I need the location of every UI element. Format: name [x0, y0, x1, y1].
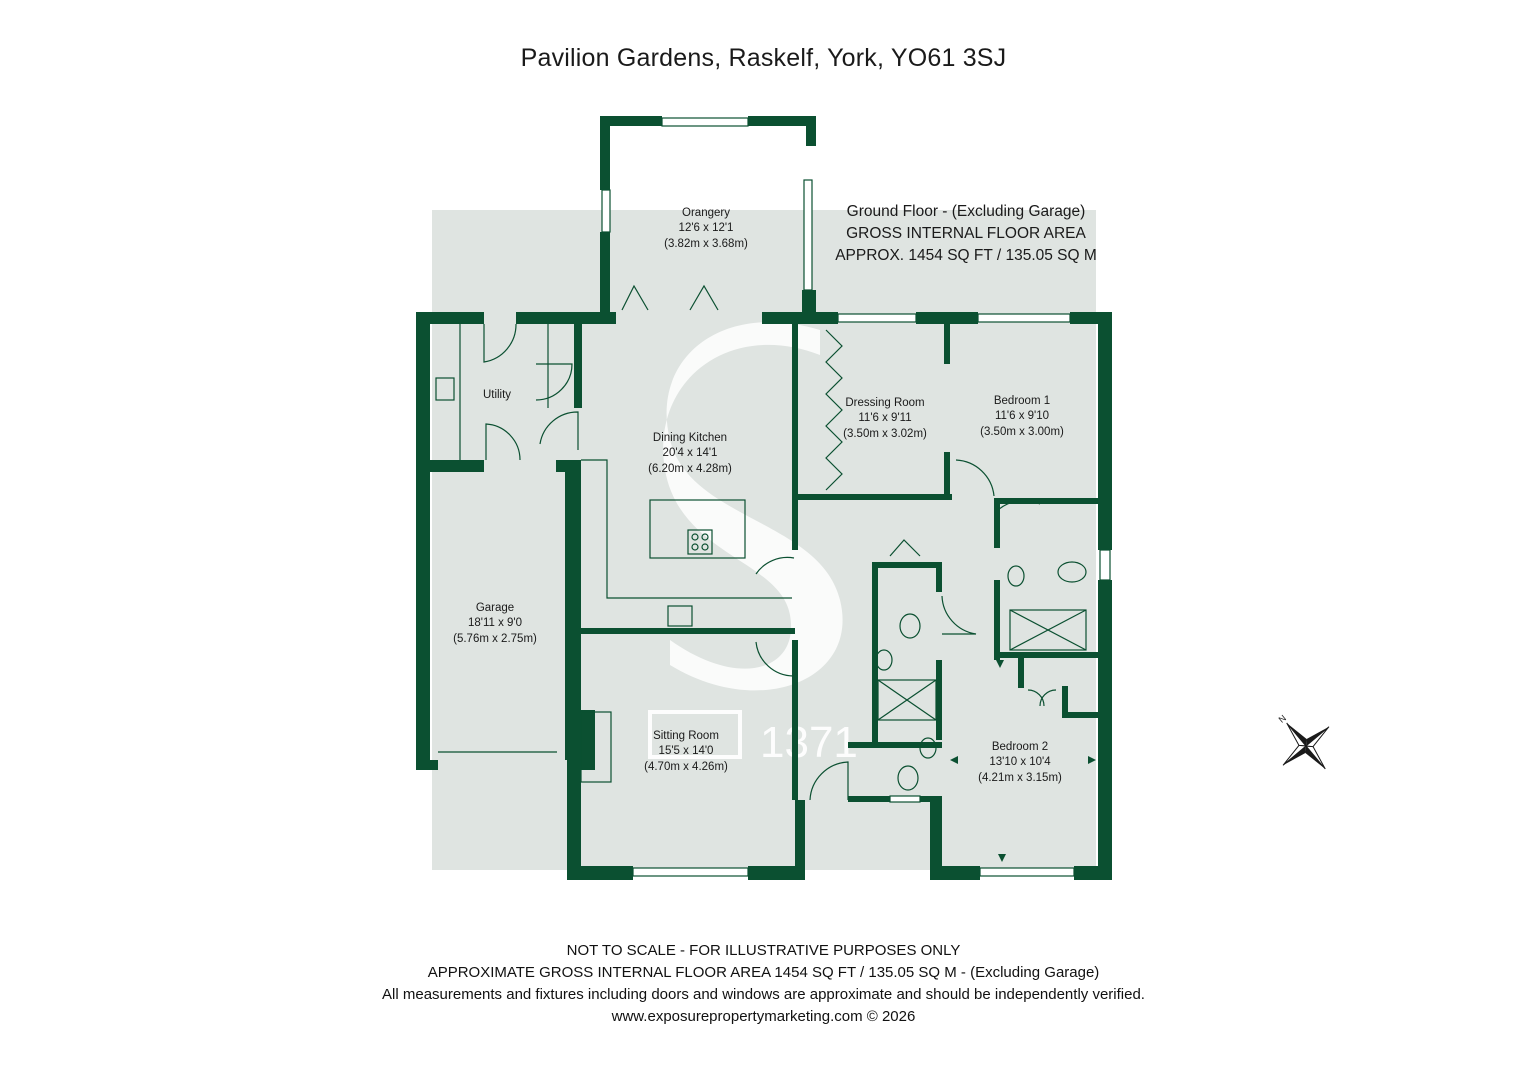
marker-arrows: [950, 660, 1096, 862]
bedroom1-name: Bedroom 1: [994, 395, 1050, 407]
dressing-room-imperial: 11'6 x 9'11: [858, 412, 911, 424]
footer-disclaimer: NOT TO SCALE - FOR ILLUSTRATIVE PURPOSES…: [566, 942, 961, 959]
footer-measurements-note: All measurements and fixtures including …: [382, 986, 1145, 1003]
garage-imperial: 18'11 x 9'0: [468, 617, 522, 629]
dressing-room-metric: (3.50m x 3.02m): [843, 428, 927, 440]
sitting-room-metric: (4.70m x 4.26m): [644, 761, 728, 773]
orangery-imperial: 12'6 x 12'1: [679, 222, 734, 234]
footer-floor-area: APPROXIMATE GROSS INTERNAL FLOOR AREA 14…: [427, 964, 1100, 981]
watermark-logo-box: [648, 710, 742, 759]
sitting-room-imperial: 15'5 x 14'0: [659, 745, 714, 757]
area-note-line3: APPROX. 1454 SQ FT / 135.05 SQ M: [835, 247, 1097, 264]
watermark-s-logo: [663, 322, 843, 691]
orangery-name: Orangery: [682, 207, 730, 219]
bedroom2-metric: (4.21m x 3.15m): [978, 772, 1062, 784]
bedroom1-metric: (3.50m x 3.00m): [980, 426, 1064, 438]
room-labels: Orangery 12'6 x 12'1 (3.82m x 3.68m) Uti…: [453, 207, 1064, 784]
compass-icon: N: [1277, 713, 1330, 770]
fixtures: [435, 284, 1087, 801]
dining-kitchen-name: Dining Kitchen: [653, 432, 727, 444]
watermark: 1371: [648, 322, 858, 767]
bedroom2-name: Bedroom 2: [992, 741, 1048, 753]
dressing-room-name: Dressing Room: [845, 397, 924, 409]
bedroom1-imperial: 11'6 x 9'10: [995, 410, 1049, 422]
garage-name: Garage: [476, 602, 514, 614]
walls: [416, 116, 1112, 880]
area-note-line1: Ground Floor - (Excluding Garage): [846, 203, 1086, 220]
dining-kitchen-metric: (6.20m x 4.28m): [648, 463, 732, 475]
orangery-metric: (3.82m x 3.68m): [664, 238, 748, 250]
dining-kitchen-imperial: 20'4 x 14'1: [663, 447, 718, 459]
bedroom2-imperial: 13'10 x 10'4: [989, 756, 1051, 768]
footer-website-link[interactable]: www.exposurepropertymarketing.com © 2026: [611, 1008, 916, 1025]
compass-north-label: N: [1277, 713, 1288, 725]
windows: [601, 117, 1111, 877]
garage-metric: (5.76m x 2.75m): [453, 633, 537, 645]
page-title: Pavilion Gardens, Raskelf, York, YO61 3S…: [520, 44, 1007, 72]
area-note-line2: GROSS INTERNAL FLOOR AREA: [846, 225, 1086, 242]
sitting-room-name: Sitting Room: [653, 730, 719, 742]
watermark-number: 1371: [760, 718, 858, 767]
utility-name: Utility: [483, 389, 511, 401]
